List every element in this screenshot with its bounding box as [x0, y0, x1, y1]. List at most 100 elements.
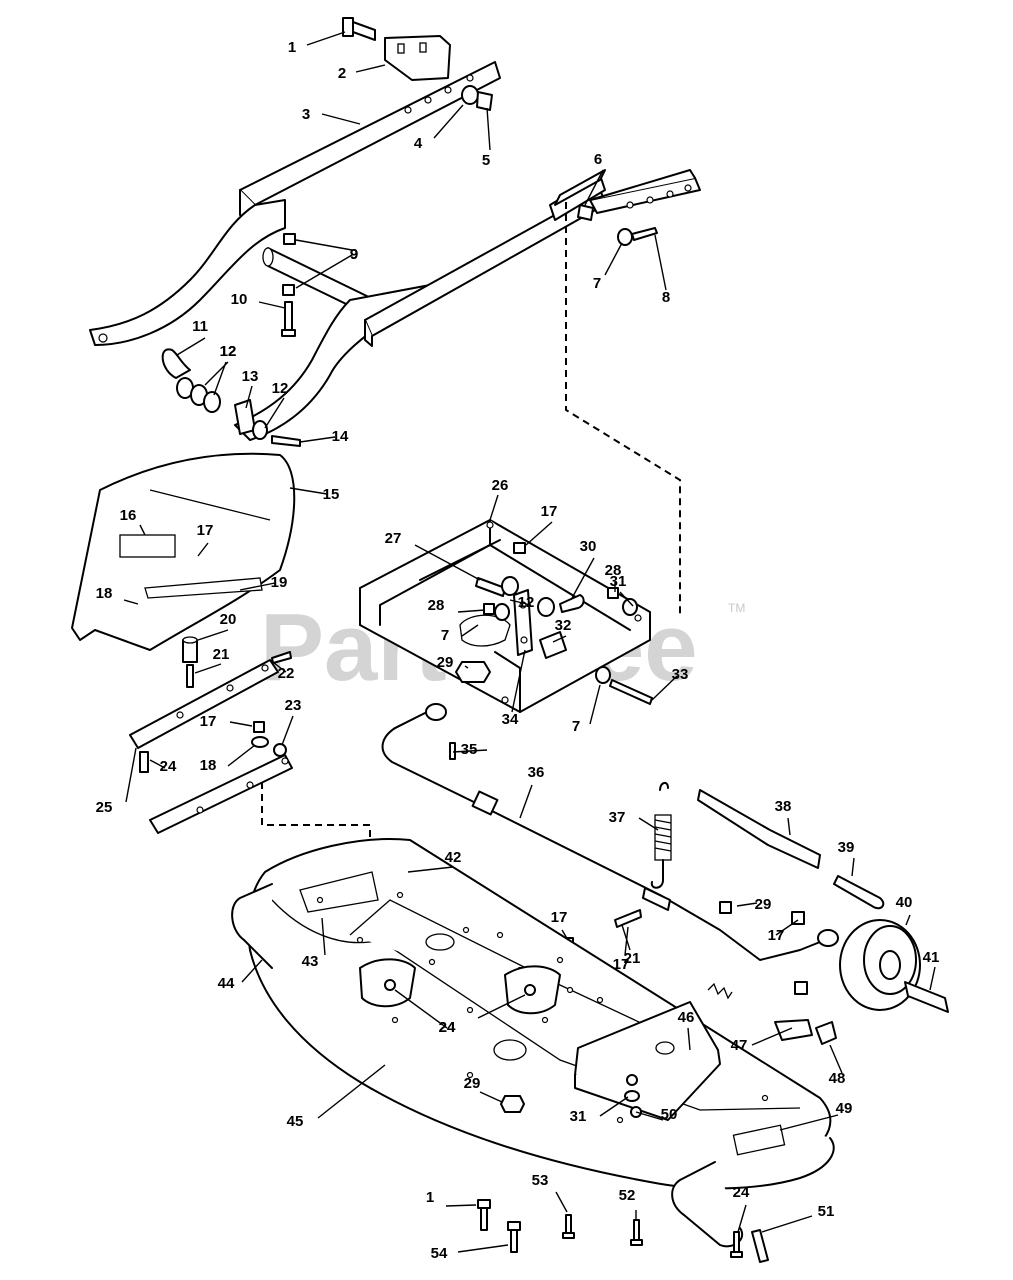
callout-label-17: 17 — [200, 713, 217, 730]
callout-label-17: 17 — [541, 503, 558, 520]
leader-line — [619, 591, 634, 607]
leader-line — [229, 721, 253, 727]
leader-line — [511, 649, 526, 713]
callout-label-22: 22 — [278, 665, 295, 682]
leader-line — [269, 659, 287, 673]
leader-line — [194, 663, 222, 674]
callout-label-21: 21 — [624, 950, 641, 967]
leader-line — [125, 747, 137, 803]
callout-label-43: 43 — [302, 953, 319, 970]
leader-line — [139, 524, 146, 536]
carriage-bolt — [524, 984, 536, 996]
callout-label-50: 50 — [661, 1106, 678, 1123]
leader-line — [295, 254, 353, 289]
callout-label-51: 51 — [818, 1203, 835, 1220]
callout-label-20: 20 — [220, 611, 237, 628]
leader-line — [589, 684, 601, 725]
spacer-20 — [182, 636, 198, 663]
leader-line — [621, 924, 631, 951]
leader-line — [737, 1204, 747, 1233]
hex-nut — [607, 587, 619, 599]
leader-line — [552, 635, 567, 643]
assembly-path-line — [565, 202, 681, 618]
hex-nut-large — [500, 1095, 525, 1113]
callout-label-36: 36 — [528, 764, 545, 781]
callout-label-41: 41 — [923, 949, 940, 966]
hex-bolt — [631, 227, 658, 241]
washer — [537, 597, 555, 617]
washer — [622, 598, 638, 616]
washer — [203, 391, 221, 413]
leader-line — [584, 169, 604, 206]
washer — [595, 666, 611, 684]
leader-line — [245, 385, 253, 409]
callout-label-29: 29 — [755, 896, 772, 913]
leader-line — [407, 866, 454, 873]
leader-line — [464, 665, 469, 669]
callout-label-24: 24 — [439, 1019, 456, 1036]
belt-shield — [574, 982, 733, 1121]
hex-bolt — [281, 301, 296, 337]
leader-line — [264, 397, 285, 429]
callout-label-10: 10 — [231, 291, 248, 308]
carriage-bolt — [384, 979, 396, 991]
callout-label-28: 28 — [605, 562, 622, 579]
watermark-trademark: TM — [728, 601, 745, 615]
leader-line — [751, 1027, 793, 1046]
callout-label-9: 9 — [350, 246, 358, 263]
hex-bolt — [751, 1229, 769, 1263]
hex-nut-large — [455, 661, 491, 683]
hex-nut — [282, 284, 295, 296]
callout-label-17: 17 — [197, 522, 214, 539]
callout-label-7: 7 — [441, 627, 449, 644]
callout-label-1: 1 — [426, 1189, 434, 1206]
callout-label-7: 7 — [572, 718, 580, 735]
callout-label-13: 13 — [242, 368, 259, 385]
leader-line — [929, 966, 936, 991]
leader-line — [197, 629, 229, 641]
callout-label-17: 17 — [613, 956, 630, 973]
mower-blade — [697, 789, 821, 869]
leader-line — [604, 242, 623, 276]
hex-nut — [253, 721, 265, 733]
wheel-bolt — [904, 981, 949, 1013]
callout-label-25: 25 — [96, 799, 113, 816]
carriage-bolt — [507, 1221, 521, 1253]
leader-line — [355, 64, 386, 73]
support-bracket-upper — [129, 659, 279, 749]
callout-label-2: 2 — [338, 65, 346, 82]
callout-label-17: 17 — [768, 927, 785, 944]
callout-label-12: 12 — [272, 380, 289, 397]
carriage-bolt — [477, 1199, 491, 1231]
leader-line — [651, 675, 678, 701]
hex-nut — [794, 981, 808, 995]
callout-label-24: 24 — [733, 1184, 750, 1201]
hex-nut — [719, 901, 732, 914]
leader-line — [571, 557, 595, 599]
leader-line — [258, 301, 286, 309]
leader-line — [317, 1064, 386, 1119]
callout-label-19: 19 — [271, 574, 288, 591]
callout-label-29: 29 — [464, 1075, 481, 1092]
callout-label-45: 45 — [287, 1113, 304, 1130]
leader-line — [787, 817, 791, 836]
callout-label-12: 12 — [220, 343, 237, 360]
callout-label-44: 44 — [218, 975, 235, 992]
hex-nut — [476, 91, 493, 111]
leader-line — [433, 104, 464, 139]
leader-line — [654, 234, 667, 291]
hex-nut — [483, 603, 495, 615]
callout-label-42: 42 — [445, 849, 462, 866]
leader-line — [197, 542, 209, 557]
callout-label-39: 39 — [838, 839, 855, 856]
leader-line — [761, 1215, 813, 1233]
leader-line — [445, 1204, 477, 1207]
callout-label-32: 32 — [555, 617, 572, 634]
leader-line — [479, 1091, 503, 1103]
callout-label-14: 14 — [332, 428, 349, 445]
callout-label-34: 34 — [502, 711, 519, 728]
carriage-bolt — [342, 17, 376, 41]
leader-line — [414, 544, 481, 581]
leader-line — [555, 1191, 568, 1213]
